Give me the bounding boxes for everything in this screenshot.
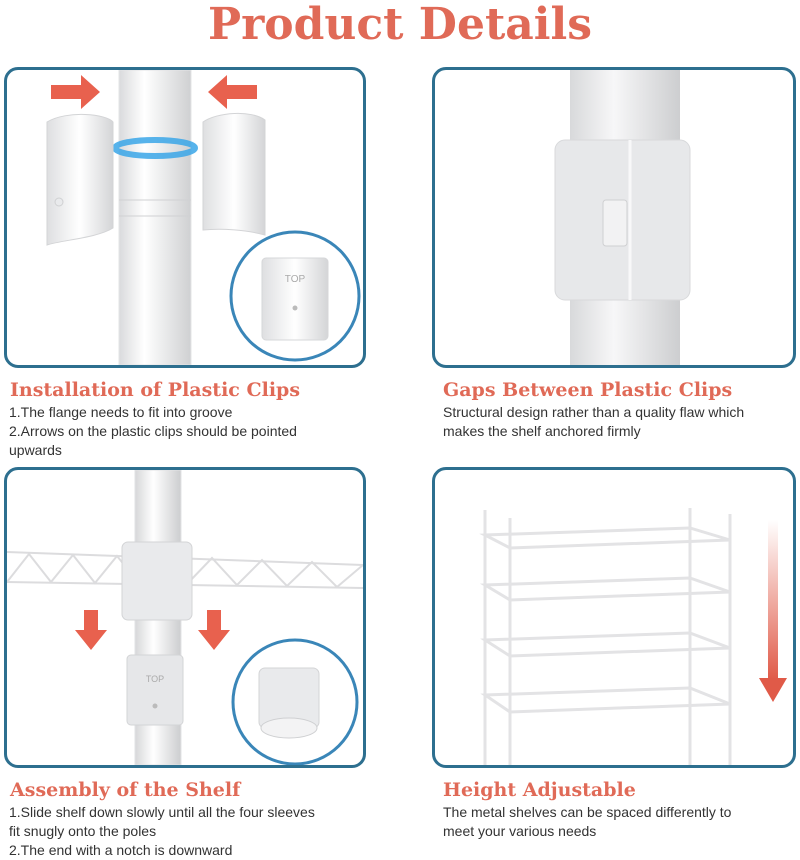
lower-sleeve bbox=[126, 654, 184, 726]
heading-shelf-assembly: Assembly of the Shelf bbox=[10, 779, 241, 801]
inset-top-label: TOP bbox=[285, 274, 306, 285]
heading-clip-gaps: Gaps Between Plastic Clips bbox=[443, 379, 733, 401]
adjust-arrow-shaft bbox=[768, 520, 778, 680]
arrow-left-icon bbox=[208, 75, 257, 109]
text-line: makes the shelf anchored firmly bbox=[443, 423, 641, 439]
inset-dot bbox=[292, 305, 298, 311]
text-line: fit snugly onto the poles bbox=[9, 823, 157, 839]
panel-shelf-assembly: TOP bbox=[4, 467, 366, 768]
page-title: Product Details bbox=[208, 0, 592, 50]
upper-sleeve bbox=[121, 541, 193, 621]
pole bbox=[118, 70, 192, 365]
arrow-down-icon bbox=[75, 610, 107, 650]
panel-height-adjustable bbox=[432, 467, 796, 768]
clip-tab bbox=[602, 199, 628, 247]
shelf-assembly-illustration: TOP bbox=[7, 470, 363, 765]
clip-installation-illustration: TOP bbox=[46, 70, 361, 365]
text-line: 2.Arrows on the plastic clips should be … bbox=[9, 423, 297, 439]
sleeve-dot bbox=[152, 703, 158, 709]
right-plastic-clip bbox=[202, 112, 266, 236]
text-line: meet your various needs bbox=[443, 823, 597, 839]
inset-clip bbox=[261, 257, 329, 341]
inset-notch-end bbox=[260, 717, 318, 739]
heading-clip-installation: Installation of Plastic Clips bbox=[10, 379, 301, 401]
text-line: Structural design rather than a quality … bbox=[443, 404, 745, 420]
panel-clip-gaps bbox=[432, 67, 796, 368]
text-line: 1.The flange needs to fit into groove bbox=[9, 404, 233, 420]
clip-gap-illustration bbox=[554, 70, 691, 365]
text-line: upwards bbox=[9, 442, 62, 458]
arrow-right-icon bbox=[51, 75, 100, 109]
arrow-down-icon bbox=[198, 610, 230, 650]
arrow-down-icon bbox=[759, 678, 787, 702]
text-line: The metal shelves can be spaced differen… bbox=[443, 804, 732, 820]
panel-clip-installation: TOP bbox=[4, 67, 366, 368]
shelving-unit bbox=[479, 508, 732, 765]
sleeve-top-label: TOP bbox=[146, 674, 164, 684]
clip-dot bbox=[54, 197, 64, 207]
height-adjustable-illustration bbox=[479, 508, 787, 765]
text-line: 1.Slide shelf down slowly until all the … bbox=[9, 804, 315, 820]
text-line: 2.The end with a notch is downward bbox=[9, 842, 233, 858]
heading-height-adjustable: Height Adjustable bbox=[443, 779, 636, 801]
left-plastic-clip bbox=[46, 113, 114, 246]
flange-ring bbox=[112, 137, 198, 159]
